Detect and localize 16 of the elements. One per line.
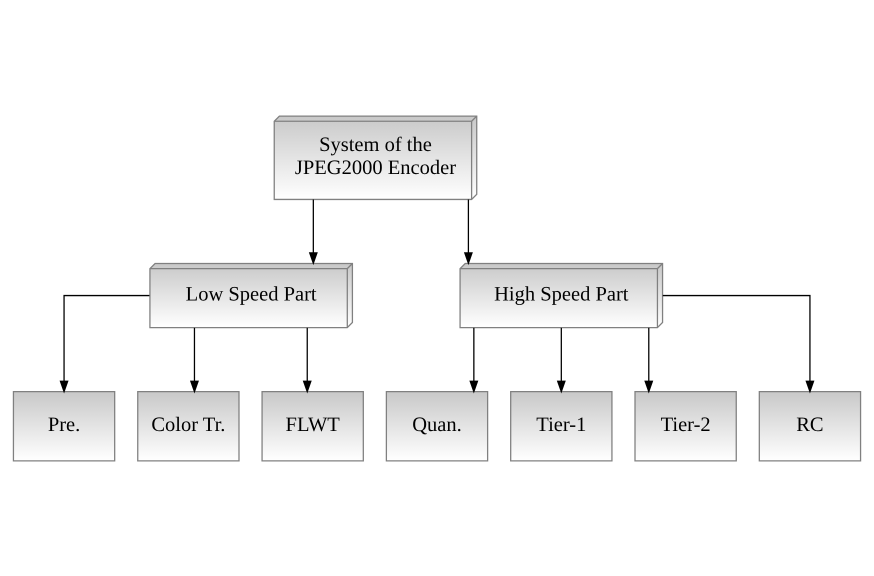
arrow [644, 327, 654, 394]
node-box: Tier-2 [634, 390, 737, 462]
arrow [662, 294, 814, 394]
arrow [469, 327, 478, 394]
arrow [464, 199, 473, 265]
node-box: Color Tr. [137, 390, 240, 462]
node-box: Quan. [386, 390, 488, 462]
arrow [60, 294, 150, 394]
arrow [308, 199, 318, 265]
node-box: RC [758, 390, 862, 462]
node-box: FLWT [261, 390, 364, 462]
node-box: Pre. [12, 390, 116, 462]
arrow [556, 327, 566, 394]
node-box: Tier-1 [510, 390, 613, 462]
arrow [190, 327, 199, 394]
arrow [302, 327, 312, 394]
